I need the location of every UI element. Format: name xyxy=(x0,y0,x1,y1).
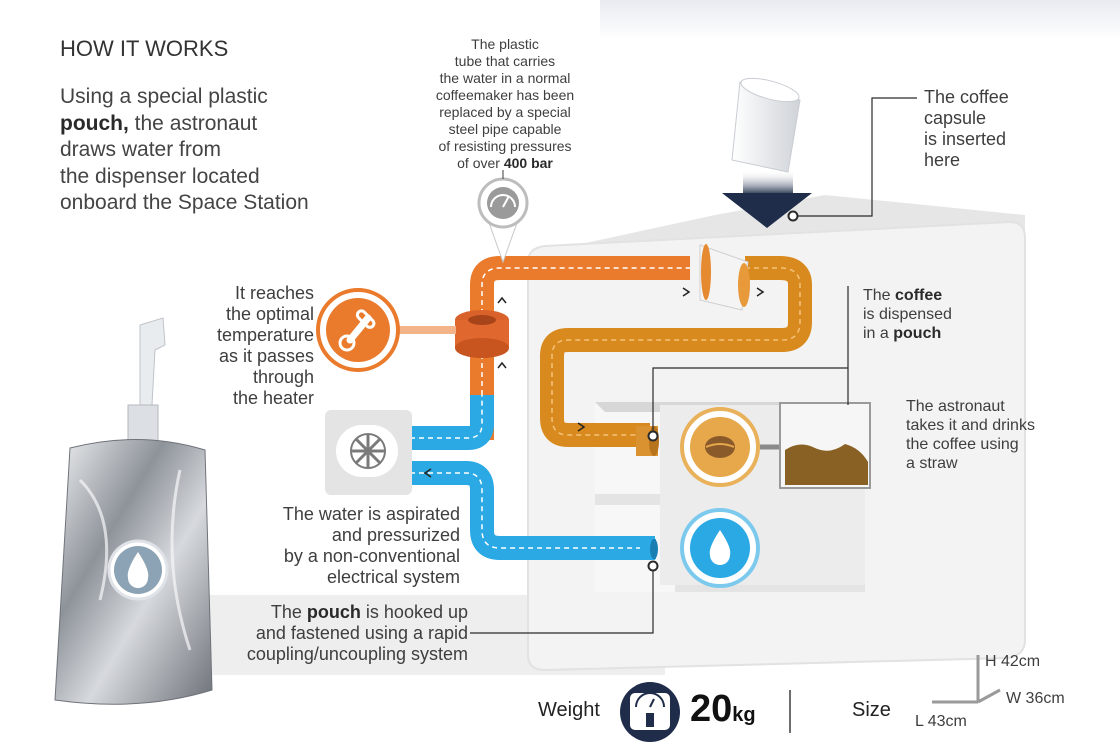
callout-line: electrical system xyxy=(326,567,460,587)
callout-line: The water is aspirated xyxy=(282,504,460,524)
callout-line: and pressurized xyxy=(331,525,460,545)
coffee-bean-icon xyxy=(680,407,782,487)
callout-text-part: The xyxy=(863,287,896,304)
capsule-callout: The coffee capsule is inserted here xyxy=(924,87,1009,171)
water-nozzle xyxy=(640,539,658,559)
dimension-axes xyxy=(932,655,1001,704)
callout-line: is inserted xyxy=(924,129,1007,149)
callout-text-part: is hooked up xyxy=(360,602,468,622)
callout-line: through xyxy=(252,367,314,387)
callout-text-part: The xyxy=(270,602,307,622)
callout-line: coupling/uncoupling system xyxy=(246,644,468,664)
callout-line: the water in a normal xyxy=(439,70,571,86)
coffee-pipe xyxy=(540,256,812,447)
callout-line: of over 400 bar xyxy=(400,155,610,172)
leader-lines xyxy=(470,97,917,634)
callout-text-part: of over xyxy=(457,155,500,171)
scale-icon xyxy=(620,682,680,742)
drinks-callout: The astronaut takes it and drinks the co… xyxy=(906,397,1035,473)
intro-line: onboard the Space Station xyxy=(60,191,309,214)
dispensed-callout: The coffee is dispensed in a pouch xyxy=(863,286,952,343)
pipe-callout: The plastic tube that carries the water … xyxy=(400,36,610,172)
callout-line: The coffee xyxy=(863,286,952,305)
callout-text-part: in a xyxy=(863,325,894,342)
callout-line: coffeemaker has been xyxy=(435,87,575,103)
callout-line: The plastic xyxy=(471,36,539,52)
intro-line: draws water from xyxy=(60,138,222,161)
coffee-capsule-icon xyxy=(731,77,801,173)
coffee-nozzle xyxy=(636,426,659,456)
callout-line: and fastened using a rapid xyxy=(255,623,468,643)
callout-bold-coffee: coffee xyxy=(895,287,943,304)
callout-line: by a non-conventional xyxy=(283,546,460,566)
thermometer-icon xyxy=(316,288,456,372)
intro-bold-pouch: pouch, xyxy=(60,111,129,135)
pump-fan-icon xyxy=(325,410,412,495)
water-drop-icon xyxy=(680,508,760,588)
intro-line: the dispenser located xyxy=(60,164,260,188)
callout-line: a straw xyxy=(906,455,958,472)
pressure-value: 400 bar xyxy=(503,155,553,171)
callout-line: the optimal xyxy=(225,304,314,324)
callout-line: tube that carries xyxy=(454,53,556,69)
heater-callout: It reaches the optimal temperature as it… xyxy=(150,283,314,409)
callout-line: The astronaut xyxy=(906,398,1005,415)
callout-line: in a pouch xyxy=(863,324,952,343)
callout-line: the heater xyxy=(232,388,314,408)
callout-line: replaced by a special xyxy=(439,104,571,120)
height-dimension: H 42cm xyxy=(985,653,1041,670)
water-pouch-icon xyxy=(54,317,213,705)
pump-callout: The water is aspirated and pressurized b… xyxy=(240,504,460,588)
pressure-gauge-icon xyxy=(477,170,529,264)
water-pipe xyxy=(410,395,655,560)
callout-line: takes it and drinks xyxy=(906,417,1035,434)
callout-line: capsule xyxy=(924,108,987,128)
intro-text: Using a special plastic pouch, the astro… xyxy=(60,84,309,217)
callout-line: The coffee xyxy=(924,87,1009,107)
intro-line: pouch, the astronaut xyxy=(60,111,309,138)
page-title: HOW IT WORKS xyxy=(60,36,229,61)
intro-line: Using a special plastic xyxy=(60,85,268,108)
intro-text-part: the astronaut xyxy=(128,111,258,135)
callout-line: as it passes xyxy=(218,346,314,366)
width-dimension: W 36cm xyxy=(1006,690,1065,707)
callout-line: It reaches xyxy=(234,283,314,303)
callout-line: The pouch is hooked up xyxy=(200,602,468,623)
length-dimension: L 43cm xyxy=(915,713,967,730)
weight-unit: kg xyxy=(732,704,756,726)
weight-number: 20 xyxy=(690,688,733,730)
weight-label: Weight xyxy=(538,699,600,721)
hot-water-pipe xyxy=(470,256,690,440)
heater xyxy=(455,310,509,358)
callout-line: is dispensed xyxy=(863,306,952,323)
capsule-in-machine xyxy=(699,244,750,311)
callout-bold-pouch: pouch xyxy=(306,602,361,622)
weight-value: 20kg xyxy=(690,687,756,737)
callout-line: here xyxy=(924,150,961,170)
capsule-insert-arrow xyxy=(722,170,812,228)
size-label: Size xyxy=(852,699,891,721)
coffee-pouch-icon xyxy=(779,402,871,489)
callout-line: steel pipe capable xyxy=(448,121,562,137)
callout-line: of resisting pressures xyxy=(438,138,572,154)
callout-bold-pouch: pouch xyxy=(893,325,942,342)
callout-line: temperature xyxy=(216,325,314,345)
coupling-callout: The pouch is hooked up and fastened usin… xyxy=(200,602,468,665)
callout-line: the coffee using xyxy=(906,436,1019,453)
